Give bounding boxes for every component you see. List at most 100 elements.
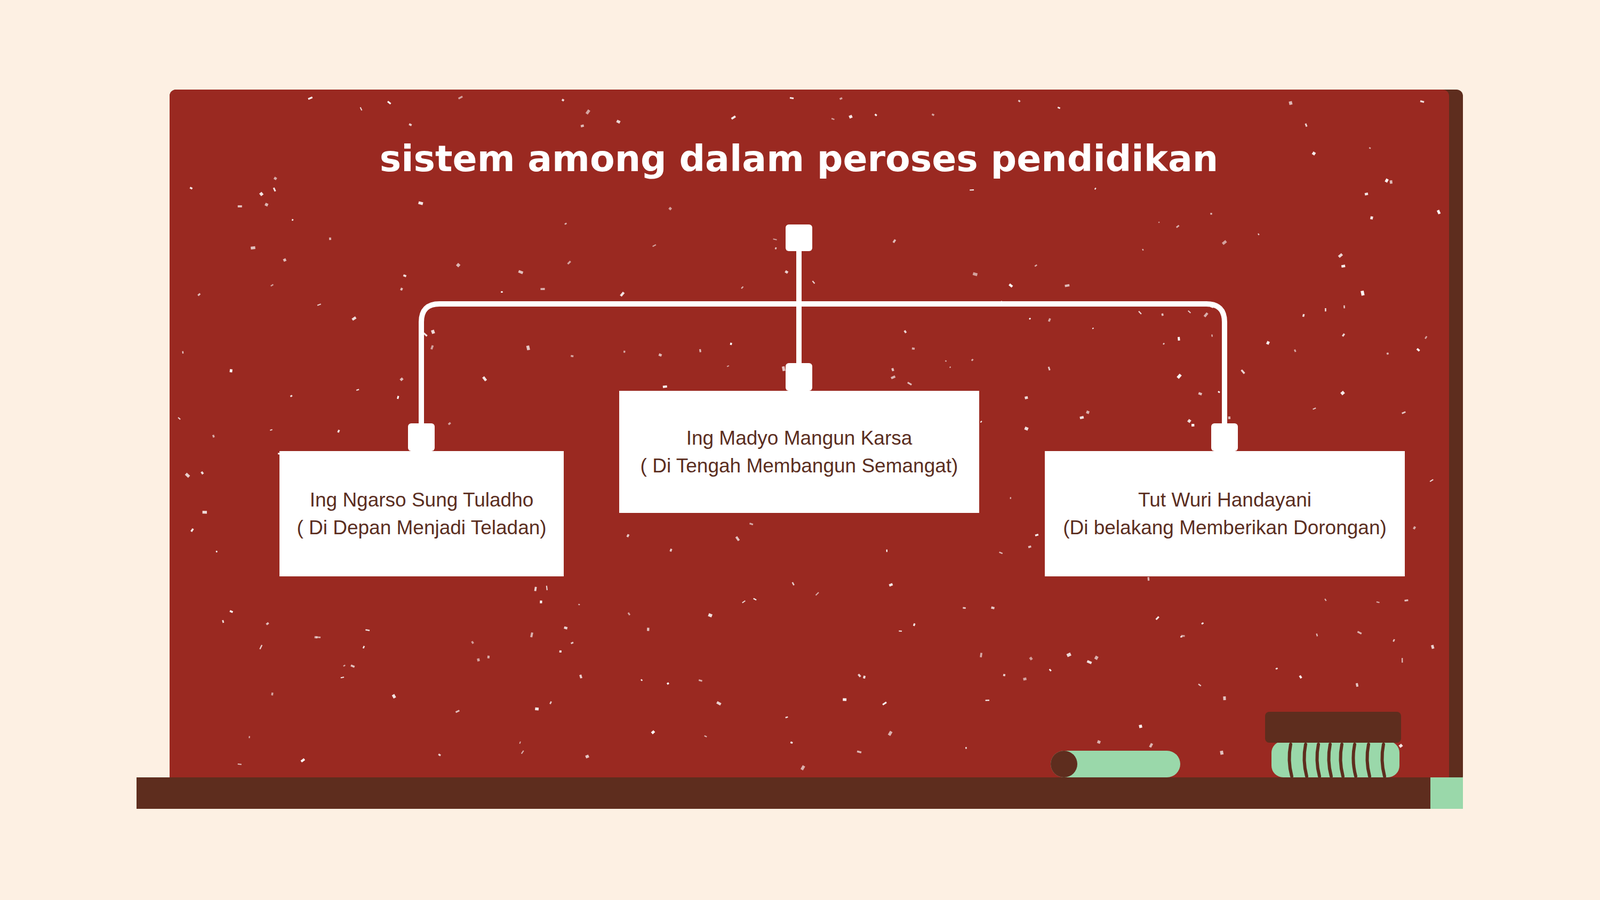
dust-speck bbox=[1364, 192, 1369, 196]
chalk-dust bbox=[177, 95, 1441, 775]
dust-speck bbox=[1022, 677, 1027, 682]
dust-speck bbox=[559, 650, 562, 653]
dust-speck bbox=[563, 626, 568, 630]
dust-speck bbox=[616, 119, 621, 124]
dust-speck bbox=[456, 262, 461, 268]
dust-speck bbox=[882, 701, 887, 706]
dust-speck bbox=[1010, 497, 1012, 499]
dust-speck bbox=[200, 471, 204, 475]
dust-speck bbox=[177, 417, 181, 420]
dust-speck bbox=[360, 107, 363, 111]
dust-speck bbox=[337, 429, 340, 434]
dust-speck bbox=[265, 622, 269, 626]
joint-square bbox=[1211, 423, 1238, 452]
dust-speck bbox=[539, 600, 542, 604]
dust-speck bbox=[1085, 410, 1090, 415]
dust-speck bbox=[979, 652, 983, 658]
dust-speck bbox=[1176, 373, 1182, 380]
dust-speck bbox=[197, 292, 201, 296]
dust-speck bbox=[753, 598, 757, 602]
dust-speck bbox=[1324, 308, 1327, 312]
dust-speck bbox=[652, 244, 656, 247]
dust-speck bbox=[619, 291, 625, 298]
dust-speck bbox=[1049, 668, 1052, 672]
dust-speck bbox=[898, 630, 902, 632]
dust-speck bbox=[1024, 426, 1029, 431]
dust-speck bbox=[749, 522, 754, 526]
dust-speck bbox=[1228, 416, 1231, 420]
dust-speck bbox=[185, 473, 191, 479]
dust-speck bbox=[216, 550, 218, 553]
dust-speck bbox=[259, 644, 263, 650]
dust-speck bbox=[1210, 212, 1212, 215]
dust-speck bbox=[356, 388, 360, 391]
dust-speck bbox=[1355, 683, 1359, 687]
dust-speck bbox=[329, 237, 332, 240]
board-title: sistem among dalam peroses pendidikan bbox=[0, 137, 1598, 180]
principle-name: Tut Wuri Handayani bbox=[1138, 486, 1312, 515]
dust-speck bbox=[585, 109, 591, 115]
dust-speck bbox=[1401, 658, 1404, 663]
dust-speck bbox=[912, 347, 916, 351]
dust-speck bbox=[669, 548, 672, 552]
dust-speck bbox=[317, 303, 322, 306]
dust-speck bbox=[1028, 317, 1031, 320]
dust-speck bbox=[264, 202, 269, 207]
dust-speck bbox=[1240, 369, 1245, 375]
dust-speck bbox=[1222, 696, 1226, 701]
dust-speck bbox=[730, 342, 733, 346]
dust-speck bbox=[300, 758, 306, 763]
dust-speck bbox=[1034, 264, 1038, 268]
chalk-stick bbox=[1050, 750, 1181, 778]
dust-speck bbox=[350, 664, 355, 668]
dust-speck bbox=[1341, 333, 1346, 338]
dust-speck bbox=[931, 113, 935, 117]
dust-speck bbox=[269, 429, 273, 431]
principle-box: Ing Madyo Mangun Karsa( Di Tengah Memban… bbox=[619, 390, 980, 514]
dust-speck bbox=[517, 270, 524, 275]
dust-speck bbox=[448, 422, 452, 426]
dust-speck bbox=[857, 673, 862, 678]
board-surface bbox=[169, 89, 1450, 783]
dust-speck bbox=[1324, 598, 1327, 602]
dust-speck bbox=[342, 664, 346, 667]
dust-speck bbox=[351, 316, 357, 321]
dust-speck bbox=[1404, 599, 1408, 602]
dust-speck bbox=[307, 96, 313, 100]
dust-speck bbox=[1304, 123, 1308, 127]
dust-speck bbox=[774, 247, 778, 250]
stem-line bbox=[796, 237, 802, 377]
dust-speck bbox=[408, 123, 412, 127]
dust-speck bbox=[1048, 366, 1051, 371]
dust-speck bbox=[1436, 209, 1441, 215]
dust-speck bbox=[1028, 545, 1032, 549]
dust-speck bbox=[1003, 674, 1006, 677]
dust-speck bbox=[476, 658, 480, 662]
dust-speck bbox=[189, 186, 193, 190]
dust-speck bbox=[1028, 657, 1033, 661]
dust-speck bbox=[273, 187, 277, 192]
dust-speck bbox=[698, 679, 703, 683]
dust-speck bbox=[1360, 290, 1365, 296]
dust-speck bbox=[1420, 100, 1425, 103]
dust-speck bbox=[362, 645, 365, 649]
dust-speck bbox=[1177, 337, 1181, 341]
dust-speck bbox=[399, 377, 404, 382]
dust-speck bbox=[949, 366, 951, 368]
dust-speck bbox=[229, 610, 234, 614]
dust-speck bbox=[579, 674, 583, 679]
dust-speck bbox=[1155, 616, 1159, 621]
dust-speck bbox=[1357, 630, 1363, 635]
dust-speck bbox=[518, 741, 521, 744]
dust-speck bbox=[972, 272, 979, 277]
dust-speck bbox=[1094, 655, 1099, 660]
dust-speck bbox=[250, 246, 256, 250]
dust-speck bbox=[1162, 342, 1165, 346]
principle-box: Tut Wuri Handayani(Di belakang Memberika… bbox=[1044, 451, 1405, 577]
dust-speck bbox=[396, 395, 399, 399]
dust-speck bbox=[1048, 318, 1052, 323]
dust-speck bbox=[1221, 240, 1228, 245]
dust-speck bbox=[430, 329, 436, 334]
dust-speck bbox=[1201, 622, 1204, 625]
dust-speck bbox=[580, 124, 585, 128]
